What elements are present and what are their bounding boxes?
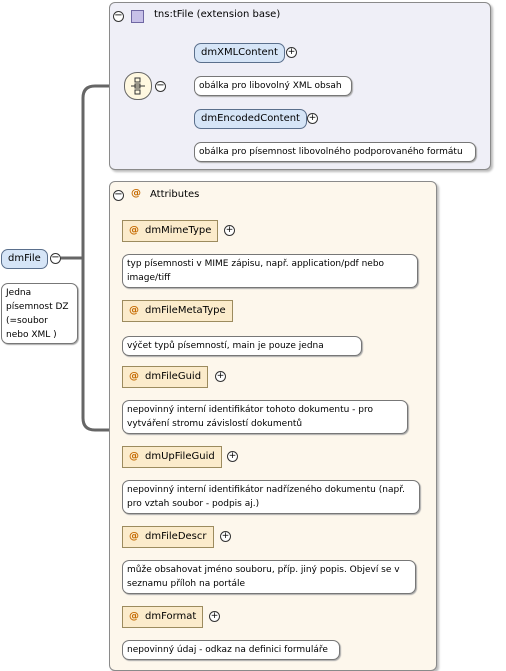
- note-dmFileMetaType: výčet typů písemností, main je pouze jed…: [122, 336, 362, 356]
- attribute-label: dmFileMetaType: [145, 305, 226, 316]
- expand-dmEncodedContent-icon[interactable]: +: [307, 113, 318, 124]
- expand-dmFormat-icon[interactable]: +: [209, 611, 220, 622]
- sequence-compositor-icon[interactable]: [124, 72, 152, 100]
- element-dmXMLContent[interactable]: dmXMLContent: [194, 43, 285, 63]
- note-dmFileGuid: nepovinný interní identifikátor tohoto d…: [122, 400, 408, 434]
- element-dmFile[interactable]: dmFile: [1, 249, 48, 269]
- attribute-at-icon: @: [129, 371, 139, 382]
- collapse-dmFile-icon[interactable]: −: [50, 252, 61, 264]
- attribute-dmFormat[interactable]: @ dmFormat: [122, 606, 204, 628]
- attribute-at-icon: @: [129, 225, 139, 236]
- expand-dmFileDescr-icon[interactable]: +: [220, 531, 231, 542]
- attribute-label: dmFileDescr: [145, 531, 207, 542]
- attribute-label: dmFileGuid: [145, 371, 202, 382]
- attribute-dmFileMetaType[interactable]: @ dmFileMetaType: [122, 300, 233, 322]
- expand-dmFileGuid-icon[interactable]: +: [215, 371, 226, 382]
- attribute-dmUpFileGuid[interactable]: @ dmUpFileGuid: [122, 446, 222, 468]
- attributes-at-icon: @: [131, 188, 141, 199]
- note-dmXMLContent: obálka pro libovolný XML obsah: [194, 76, 352, 96]
- attribute-dmFileDescr[interactable]: @ dmFileDescr: [122, 526, 214, 548]
- attribute-at-icon: @: [129, 451, 139, 462]
- note-dmFormat: nepovinný údaj - odkaz na definici formu…: [122, 640, 340, 660]
- collapse-sequence-icon[interactable]: −: [155, 80, 166, 92]
- attribute-at-icon: @: [129, 531, 139, 542]
- collapse-extension-icon[interactable]: −: [113, 10, 124, 22]
- note-dmMimeType: typ písemnosti v MIME zápisu, např. appl…: [122, 254, 418, 288]
- attribute-dmMimeType[interactable]: @ dmMimeType: [122, 220, 219, 242]
- attribute-at-icon: @: [129, 305, 139, 316]
- attributes-title: Attributes: [150, 189, 200, 200]
- collapse-attributes-icon[interactable]: −: [113, 189, 124, 201]
- attribute-at-icon: @: [129, 611, 139, 622]
- root-connector: [61, 84, 124, 432]
- note-dmFile: Jedna písemnost DZ (=soubor nebo XML ): [1, 283, 78, 344]
- note-dmUpFileGuid: nepovinný interní identifikátor nadřízen…: [122, 480, 420, 514]
- expand-dmXMLContent-icon[interactable]: +: [286, 47, 297, 58]
- element-dmEncodedContent[interactable]: dmEncodedContent: [194, 109, 307, 129]
- extension-title: tns:tFile (extension base): [154, 9, 281, 20]
- attribute-label: dmUpFileGuid: [145, 451, 215, 462]
- note-dmFileDescr: může obsahovat jméno souboru, příp. jiný…: [122, 560, 416, 594]
- attribute-dmFileGuid[interactable]: @ dmFileGuid: [122, 366, 209, 388]
- complex-type-icon: [131, 10, 144, 23]
- attribute-label: dmMimeType: [145, 225, 212, 236]
- expand-dmUpFileGuid-icon[interactable]: +: [227, 451, 238, 462]
- expand-dmMimeType-icon[interactable]: +: [224, 225, 235, 236]
- attribute-label: dmFormat: [145, 611, 197, 622]
- note-dmEncodedContent: obálka pro písemnost libovolného podporo…: [194, 142, 476, 162]
